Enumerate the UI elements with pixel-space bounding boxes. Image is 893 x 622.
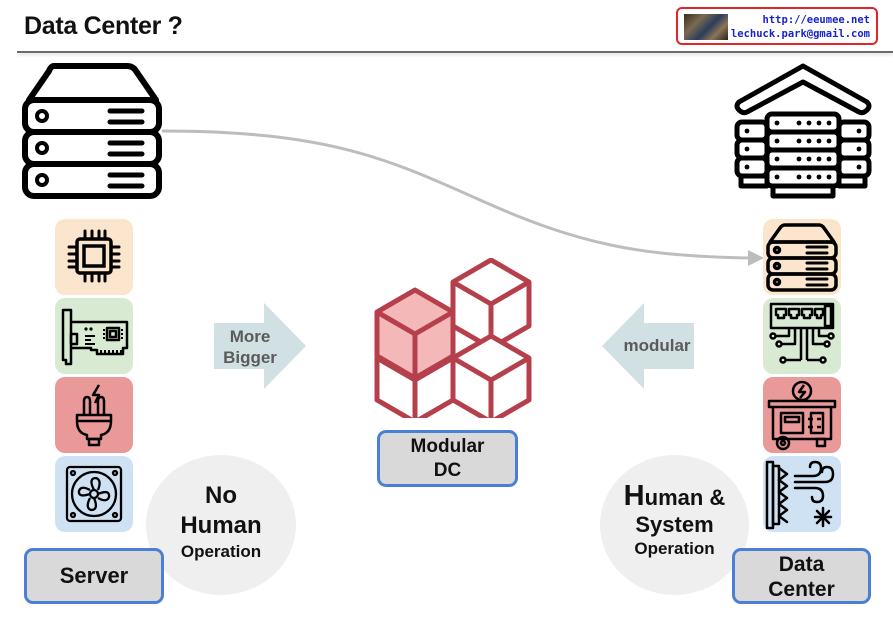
page-title: Data Center ?: [24, 12, 183, 40]
power-generator-tile: [763, 377, 841, 453]
author-thumbnail: [684, 14, 728, 40]
more-bigger-text: More Bigger: [214, 326, 286, 368]
op-line2: System: [635, 512, 714, 537]
no-human-operation-badge: No Human Operation: [146, 455, 296, 595]
hvac-cooling-icon: [765, 460, 835, 530]
cpu-tile: [55, 219, 133, 295]
author-url[interactable]: http://eeumee.net: [762, 14, 870, 26]
more-text: More: [229, 327, 271, 346]
op-line1: No: [205, 482, 237, 509]
op-cap-letter: H: [623, 480, 645, 512]
human-system-operation-badge: Human & System Operation: [600, 455, 749, 595]
network-card-tile: [55, 298, 133, 374]
cpu-icon: [67, 229, 121, 283]
op-line3: Operation: [634, 539, 715, 558]
op-line1: Human &: [600, 480, 749, 512]
op-line3: Operation: [180, 542, 262, 561]
modular-dc-label: Modular DC: [377, 430, 518, 487]
modular-text: Modular: [410, 436, 485, 457]
network-switch-tile: [763, 298, 841, 374]
network-switch-icon: [769, 302, 835, 364]
dc-server-tile: [763, 219, 841, 295]
op-line2: Human: [180, 512, 262, 539]
author-badge: http://eeumee.net lechuck.park@gmail.com: [676, 7, 878, 45]
op-line1-rest: uman &: [644, 485, 726, 510]
cooling-fan-tile: [55, 456, 133, 532]
more-bigger-arrow: [214, 303, 306, 389]
modular-arrow: [602, 303, 694, 389]
data-text: Data: [778, 553, 825, 576]
server-stack-icon: [22, 63, 162, 199]
server-label: Server: [24, 548, 164, 604]
hvac-cooling-tile: [763, 456, 841, 532]
datacenter-building-icon: [734, 63, 872, 199]
power-plug-icon: [75, 384, 113, 447]
power-plug-tile: [55, 377, 133, 453]
power-generator-icon: [767, 380, 837, 451]
cooling-fan-icon: [65, 465, 123, 523]
modular-arrow-text: modular: [623, 336, 691, 355]
network-card-icon: [61, 308, 129, 366]
data-center-label: Data Center: [732, 548, 871, 604]
dc-text: DC: [433, 460, 462, 481]
server-icon: [766, 223, 838, 292]
center-text: Center: [768, 578, 835, 601]
title-divider: [17, 51, 893, 53]
bigger-text: Bigger: [223, 348, 277, 367]
modular-cubes-icon: [374, 258, 532, 418]
author-email[interactable]: lechuck.park@gmail.com: [730, 28, 870, 40]
